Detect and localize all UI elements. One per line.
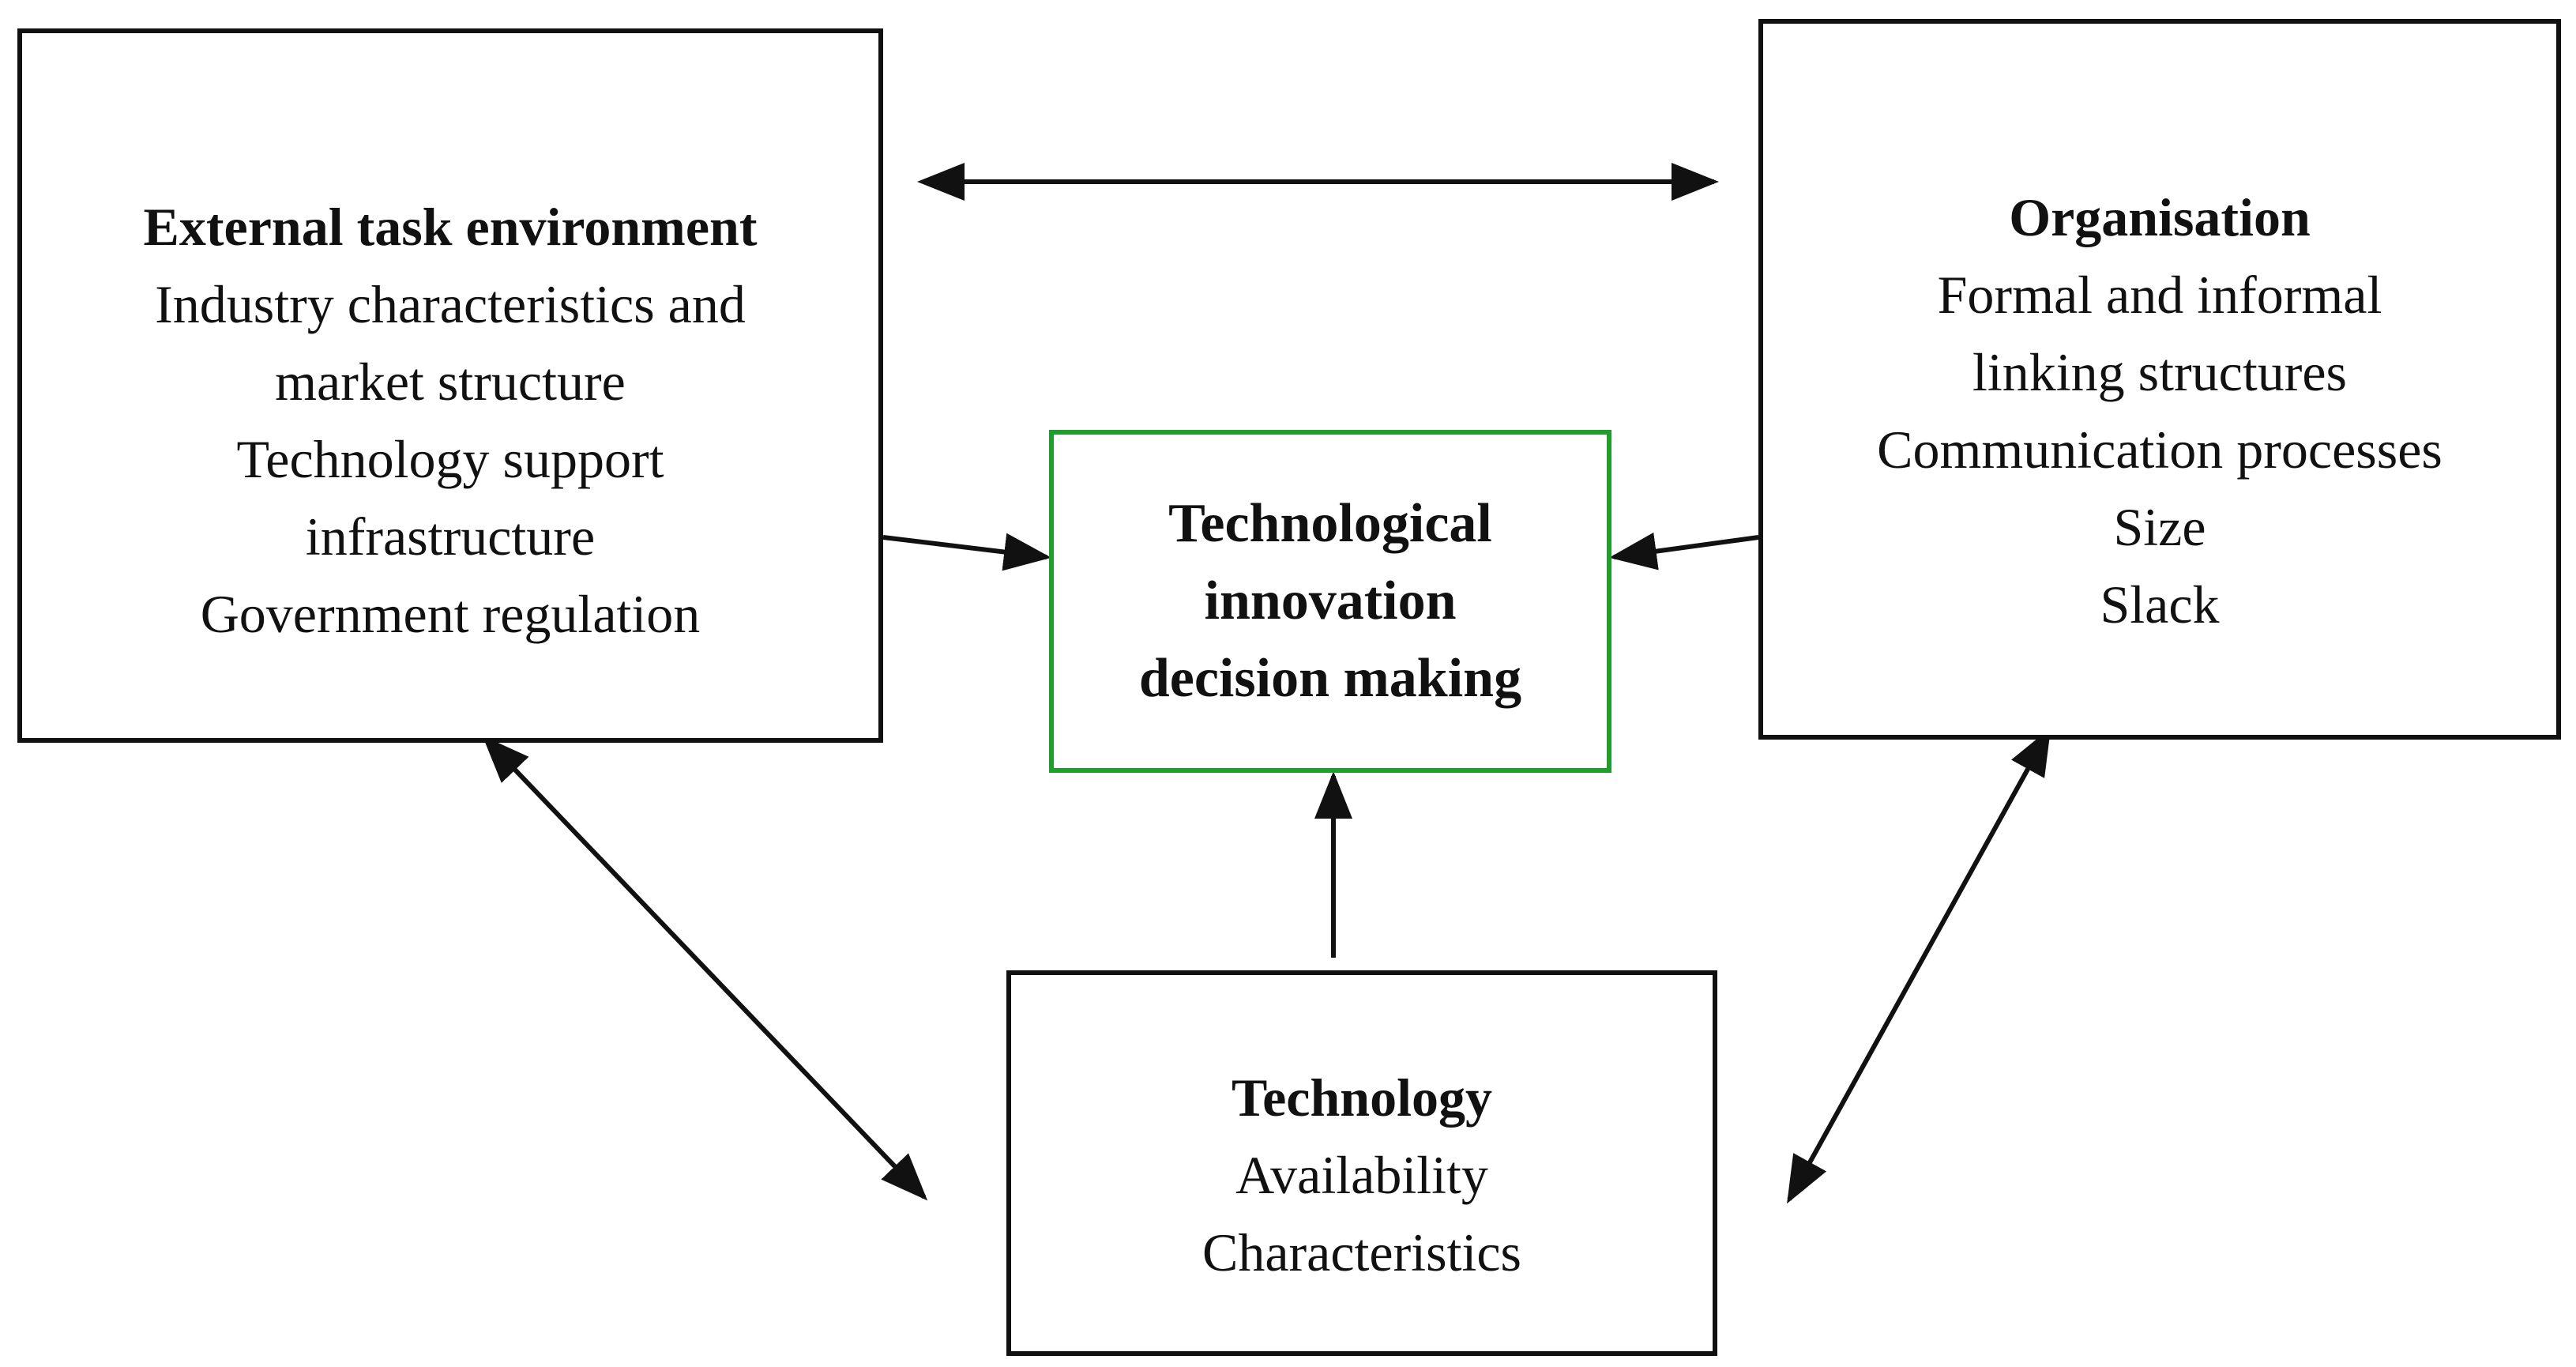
organisation-line: Size — [2113, 497, 2206, 557]
technology-box: Technology Availability Characteristics — [1006, 970, 1717, 1356]
organisation-line: Communication processes — [1877, 420, 2442, 480]
center-line: decision making — [1138, 648, 1522, 709]
technology-line: Characteristics — [1202, 1222, 1522, 1282]
organisation-title: Organisation — [2009, 187, 2311, 247]
innovation-decision-box: Technological innovation decision making — [1049, 430, 1611, 773]
arrow-external-to-center — [882, 533, 1051, 571]
center-line: Technological — [1168, 493, 1492, 554]
external-line: infrastructure — [305, 507, 596, 567]
external-title: External task environment — [143, 197, 758, 257]
organisation-line: Slack — [2100, 574, 2220, 635]
arrow-organisation-technology — [1787, 727, 2051, 1204]
external-task-environment-box: External task environment Industry chara… — [17, 28, 883, 743]
arrow-organisation-to-center — [1609, 532, 1759, 571]
technology-title: Technology — [1231, 1068, 1492, 1128]
organisation-box: Organisation Formal and informal linking… — [1758, 19, 2561, 740]
external-line: Technology support — [236, 429, 664, 489]
external-line: market structure — [275, 352, 626, 412]
external-line: Government regulation — [200, 584, 701, 644]
organisation-line: Formal and informal — [1937, 265, 2382, 325]
external-line: Industry characteristics and — [155, 274, 746, 334]
center-line: innovation — [1204, 571, 1457, 631]
technology-line: Availability — [1235, 1145, 1488, 1205]
arrow-external-technology — [482, 736, 928, 1201]
organisation-line: linking structures — [1972, 342, 2348, 402]
